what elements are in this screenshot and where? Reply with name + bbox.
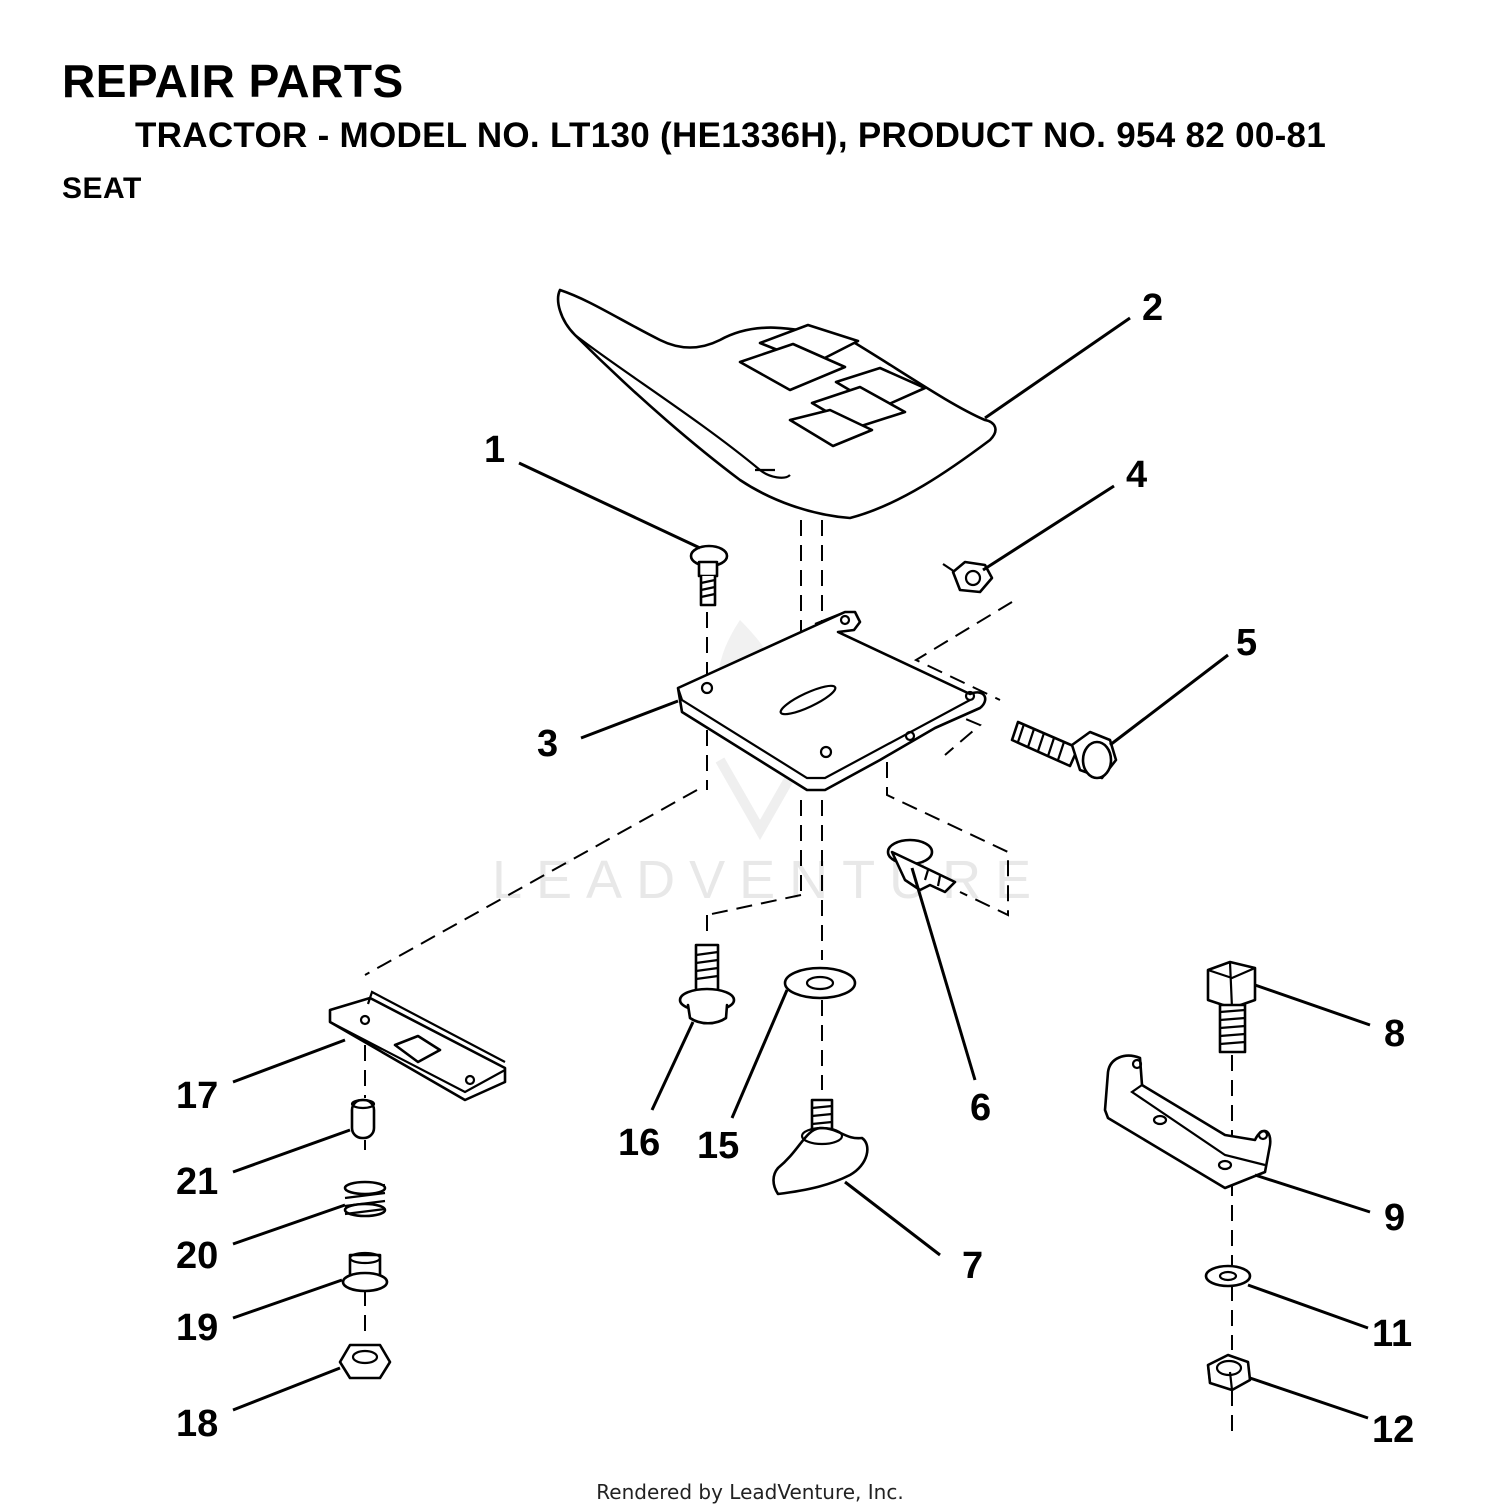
shoulder-bolt — [678, 943, 736, 1025]
latch-plate — [328, 990, 507, 1102]
cap-screw — [1206, 960, 1257, 1054]
callout-4: 4 — [1126, 454, 1147, 496]
leader-lines — [232, 316, 1371, 1420]
bushing — [341, 1251, 389, 1293]
hex-nut — [942, 560, 994, 594]
carriage-bolt — [689, 544, 729, 607]
wing-knob — [772, 1098, 869, 1196]
callout-1: 1 — [484, 429, 505, 471]
mounting-bracket — [1103, 1054, 1272, 1190]
flange-nut — [338, 1343, 392, 1380]
page-title: REPAIR PARTS — [62, 55, 404, 107]
lock-washer — [1204, 1264, 1252, 1288]
hex-bolt — [1010, 720, 1118, 780]
callout-18: 18 — [176, 1403, 218, 1445]
callout-19: 19 — [176, 1307, 218, 1349]
callout-6: 6 — [970, 1087, 991, 1129]
callout-12: 12 — [1372, 1409, 1414, 1451]
callout-20: 20 — [176, 1235, 218, 1277]
callout-5: 5 — [1236, 622, 1257, 664]
section-label: SEAT — [62, 172, 142, 205]
callout-11: 11 — [1372, 1313, 1412, 1355]
footer-credit: Rendered by LeadVenture, Inc. — [596, 1480, 904, 1504]
compression-spring — [343, 1180, 387, 1218]
seat-pan — [676, 610, 987, 792]
callout-21: 21 — [176, 1161, 218, 1203]
latch-pin — [350, 1098, 376, 1140]
callout-7: 7 — [962, 1245, 983, 1287]
callout-3: 3 — [537, 723, 558, 765]
lock-nut — [1206, 1353, 1252, 1392]
model-subtitle: TRACTOR - MODEL NO. LT130 (HE1336H), PRO… — [135, 116, 1327, 155]
spring-clip — [886, 838, 957, 894]
callout-16: 16 — [618, 1122, 660, 1164]
callout-2: 2 — [1142, 287, 1163, 329]
callout-9: 9 — [1384, 1197, 1405, 1239]
flat-washer — [783, 966, 857, 1000]
callout-labels: 1 2 3 4 5 6 7 8 9 11 12 15 16 17 18 19 2… — [176, 287, 1414, 1451]
callout-8: 8 — [1384, 1013, 1405, 1055]
callout-15: 15 — [697, 1125, 739, 1167]
seat — [556, 288, 997, 520]
callout-17: 17 — [176, 1075, 218, 1117]
